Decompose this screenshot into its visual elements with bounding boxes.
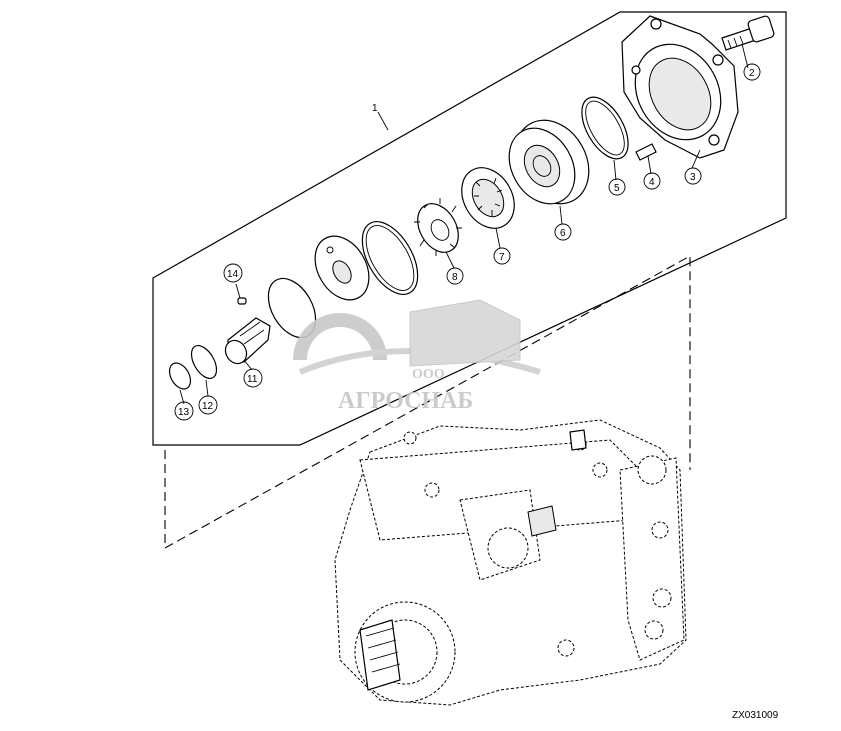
o-ring-5-part xyxy=(581,96,629,160)
leader-lines xyxy=(179,43,749,405)
watermark: ООО АГРОСНАБ xyxy=(293,299,541,414)
callout-1: 1 xyxy=(372,103,378,114)
ring-gear-part xyxy=(461,167,515,229)
callout-2: 2 xyxy=(743,63,761,81)
svg-text:11: 11 xyxy=(247,374,258,385)
svg-text:ООО: ООО xyxy=(412,367,445,382)
svg-text:1: 1 xyxy=(372,103,378,114)
callout-3: 3 xyxy=(684,167,702,185)
svg-text:12: 12 xyxy=(202,401,214,412)
svg-text:5: 5 xyxy=(614,183,620,194)
figure-code: ZX031009 xyxy=(732,710,779,721)
snap-ring-12-part xyxy=(190,345,218,379)
svg-text:14: 14 xyxy=(227,269,239,280)
flange-housing-part xyxy=(621,15,739,159)
callout-14: 14 xyxy=(223,263,243,283)
o-ring-9-part xyxy=(361,221,419,295)
callout-7: 7 xyxy=(493,247,511,265)
port-plate-part xyxy=(508,119,590,205)
callout-6: 6 xyxy=(554,223,572,241)
dowel-pin-part xyxy=(635,143,657,161)
callout-13: 13 xyxy=(174,401,194,421)
svg-text:13: 13 xyxy=(178,407,190,418)
splined-shaft-part xyxy=(224,317,271,365)
callout-5: 5 xyxy=(608,178,626,196)
svg-text:3: 3 xyxy=(690,172,696,183)
callout-12: 12 xyxy=(198,395,218,415)
assembly-frame xyxy=(152,11,787,549)
callout-4: 4 xyxy=(643,172,661,190)
svg-text:6: 6 xyxy=(560,228,566,239)
callout-11: 11 xyxy=(243,368,263,388)
svg-text:2: 2 xyxy=(749,68,755,79)
svg-text:АГРОСНАБ: АГРОСНАБ xyxy=(338,388,473,414)
wear-plate-part xyxy=(314,235,370,301)
spur-gear-part xyxy=(414,198,462,256)
retaining-ring-13-part xyxy=(168,362,192,390)
svg-text:8: 8 xyxy=(452,272,458,283)
callout-8: 8 xyxy=(446,267,464,285)
key-part xyxy=(237,297,247,305)
svg-text:4: 4 xyxy=(649,177,655,188)
pump-body xyxy=(334,419,687,706)
callouts: 1 2 3 4 5 6 7 8 11 xyxy=(174,63,761,421)
svg-text:7: 7 xyxy=(499,252,505,263)
bolt-part xyxy=(721,15,775,51)
